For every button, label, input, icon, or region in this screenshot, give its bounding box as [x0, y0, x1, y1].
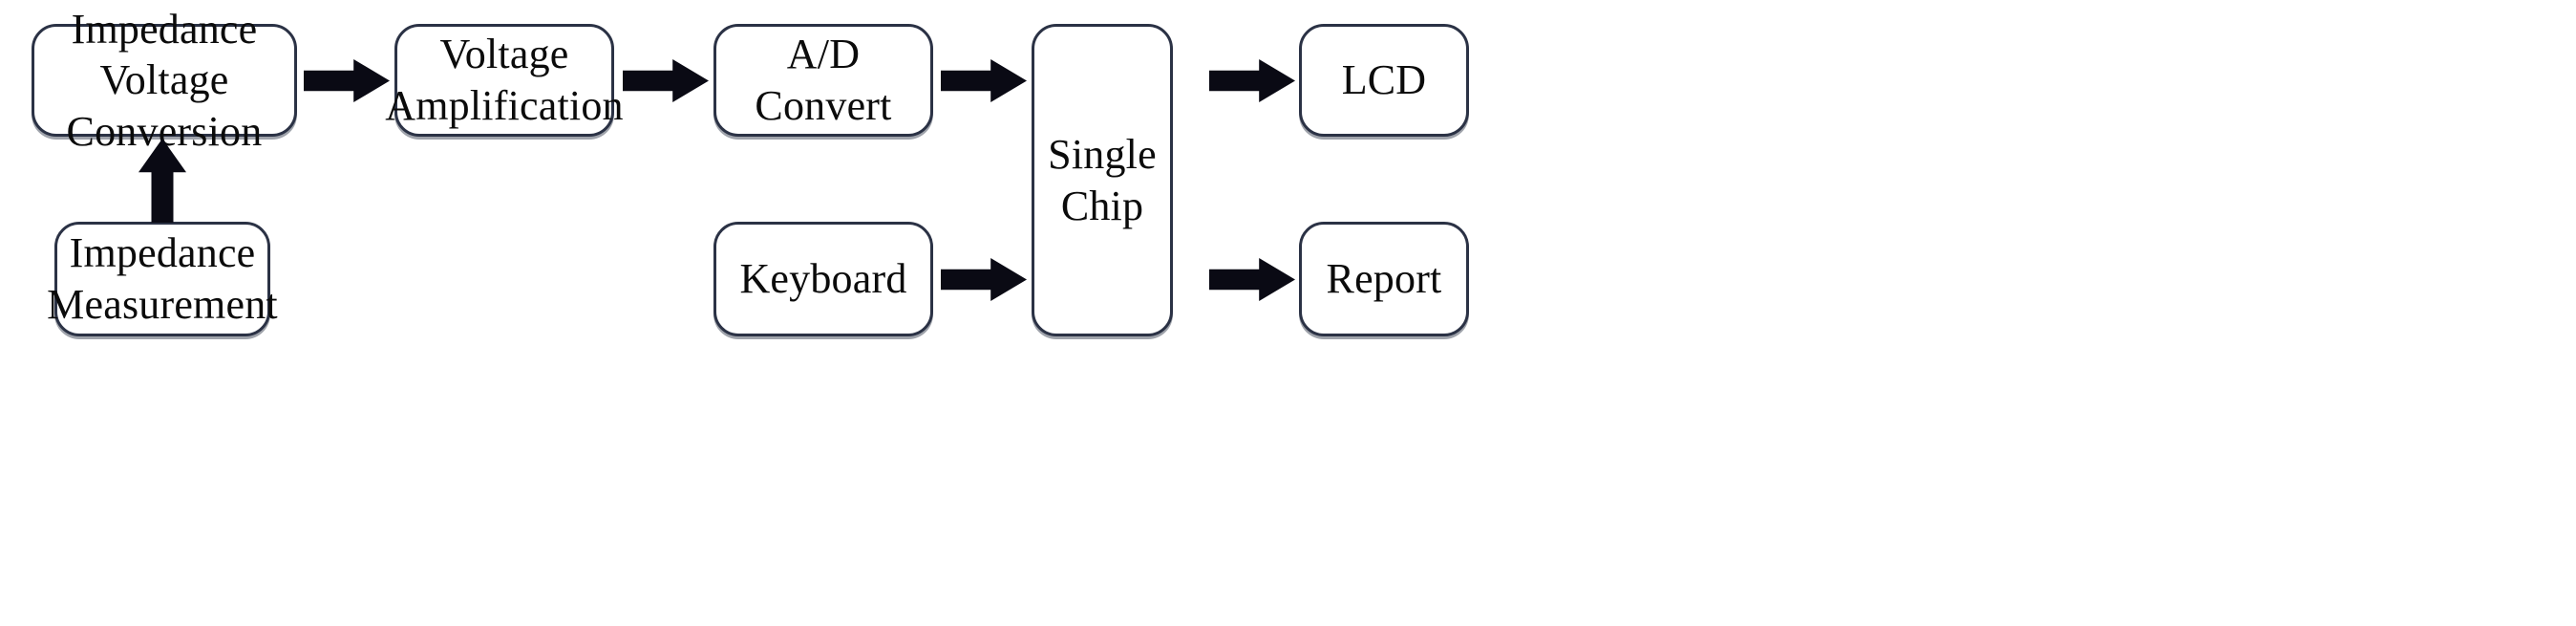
node-lcd[interactable]: LCD: [1299, 24, 1469, 137]
node-single-chip[interactable]: Single Chip: [1032, 24, 1173, 336]
arrow-right-icon: [1209, 59, 1295, 102]
arrow-right-icon: [1209, 258, 1295, 301]
node-label: Impedance Measurement: [47, 229, 278, 328]
node-label: Report: [1326, 255, 1442, 303]
node-label: LCD: [1341, 56, 1427, 104]
node-voltage-amplification[interactable]: Voltage Amplification: [385, 24, 624, 137]
node-report[interactable]: Report: [1299, 222, 1469, 336]
node-keyboard[interactable]: Keyboard: [713, 222, 933, 336]
node-ad-convert[interactable]: A/D Convert: [713, 24, 933, 137]
arrow-right-icon: [623, 59, 709, 102]
arrow-right-icon: [304, 59, 390, 102]
arrow-right-icon: [941, 258, 1027, 301]
node-label: Impedance Voltage Conversion: [66, 5, 263, 155]
node-impedance-voltage-conversion[interactable]: Impedance Voltage Conversion: [32, 6, 297, 155]
node-label: A/D Convert: [755, 31, 892, 129]
node-label: Voltage Amplification: [385, 31, 624, 129]
node-impedance-measurement[interactable]: Impedance Measurement: [47, 222, 278, 336]
arrow-right-icon: [941, 59, 1027, 102]
arrow-up-icon: [138, 139, 186, 223]
node-label: Single Chip: [1048, 130, 1157, 229]
node-label: Keyboard: [739, 255, 907, 303]
